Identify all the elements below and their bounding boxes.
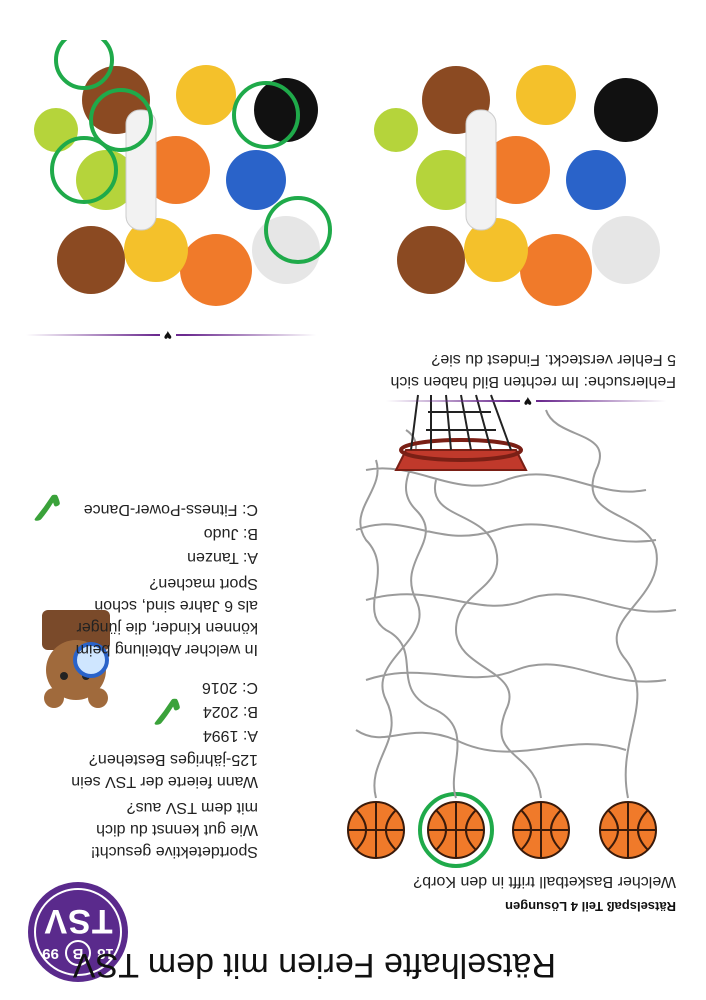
quiz-intro: Sportdetektive gesucht! Wie gut kennst d… xyxy=(90,799,258,860)
detective-bear-icon xyxy=(36,600,116,720)
logo-year-right: 99 xyxy=(42,945,59,962)
basketball-2 xyxy=(512,801,570,859)
basketball-4 xyxy=(347,801,405,859)
maze-illustration xyxy=(347,394,677,868)
quiz-q2-question: In welcher Abteilung beim können Kinder,… xyxy=(75,575,258,658)
quiz-q1-option-a: A: 1994 xyxy=(202,727,258,744)
maze-lines xyxy=(355,409,677,799)
quiz-q2-option-c: C: Fitness-Power-Dance xyxy=(83,501,258,518)
quiz-q2-option-b: B: Judo xyxy=(203,525,258,542)
quiz-q1-option-b: B: 2024 xyxy=(202,703,258,720)
basketball-1 xyxy=(599,801,657,859)
page-title: Rätselhafte Ferien mit dem TSV xyxy=(72,946,556,984)
spot-difference-right-image xyxy=(26,30,346,310)
correct-ball-highlight xyxy=(418,792,494,868)
spot-difference-left-image xyxy=(366,40,686,310)
logo-letters: TSV xyxy=(43,902,113,940)
page-subtitle: Rätselspaß Teil 4 Lösungen xyxy=(505,899,676,914)
basketball-3 xyxy=(427,801,485,859)
spot-difference-question: Fehlersuche: Im rechten Bild haben sich … xyxy=(390,351,676,390)
basketball-hoop xyxy=(394,394,528,471)
maze-question: Welcher Basketball trifft in den Korb? xyxy=(413,873,676,890)
quiz-q1-question: Wann feierte der TSV sein 125-jähriges B… xyxy=(71,751,258,790)
quiz-q2-check-icon: ✓ xyxy=(27,481,66,533)
quiz-q2-option-a: A: Tanzen xyxy=(187,549,258,566)
quiz-q1-check-icon: ✓ xyxy=(147,685,186,737)
difference-markers xyxy=(50,30,332,264)
heart-icon: ♥ xyxy=(159,328,176,344)
heart-icon: ♥ xyxy=(519,394,536,410)
quiz-q1-option-c: C: 2016 xyxy=(201,679,258,696)
basketballs-group xyxy=(347,801,657,859)
